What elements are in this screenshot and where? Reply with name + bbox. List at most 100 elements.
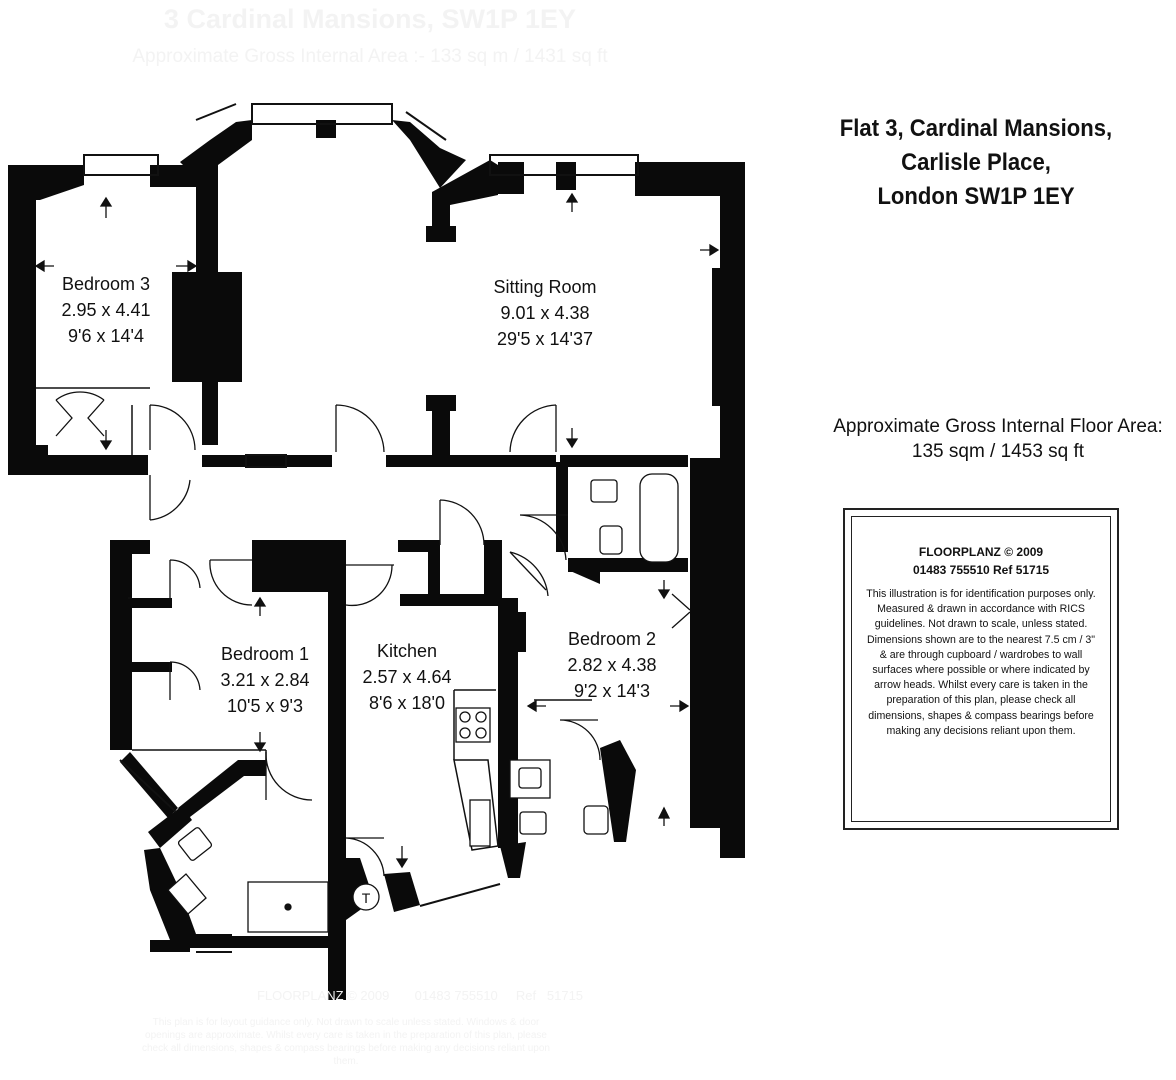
wardrobe-door [671,593,691,629]
room-imperial: 29'5 x 14'37 [497,329,593,349]
room-imperial: 9'2 x 14'3 [574,681,650,701]
arrow-head [395,858,409,869]
hob-ring [475,727,487,739]
room-label-bedroom-3: Bedroom 3 2.95 x 4.41 9'6 x 14'4 [36,271,176,349]
wall [720,162,745,462]
wall [186,934,232,948]
window [419,883,501,907]
address-line-3: London SW1P 1EY [877,183,1075,210]
column-cap [426,395,456,411]
doors [55,391,691,877]
room-imperial: 8'6 x 18'0 [369,693,445,713]
ghost-area: Approximate Gross Internal Area :- 133 s… [132,46,608,67]
address-line-2: Carlisle Place, [901,149,1051,176]
arrow-head [187,259,198,273]
wall [144,848,196,946]
basin [519,811,547,835]
bay-corner [180,120,252,190]
wc [583,805,609,835]
wall [232,936,344,948]
wall [500,842,526,878]
basin [590,479,618,503]
disclaimer-contact: 01483 755510 Ref 51715 [912,563,1050,577]
bath [639,473,679,563]
room-metric: 2.57 x 4.64 [362,667,452,687]
arrow-head [709,243,720,257]
drain [284,903,292,911]
walls [8,120,745,1000]
wall [132,598,172,608]
column-cap [426,226,456,242]
window [119,759,177,813]
room-label-kitchen: Kitchen 2.57 x 4.64 8'6 x 18'0 [337,638,477,716]
room-metric: 2.82 x 4.38 [567,655,657,675]
wall [148,806,192,848]
wall [556,462,568,552]
window [83,154,159,176]
wall [400,594,500,606]
room-metric: 9.01 x 4.38 [500,303,590,323]
door [519,514,568,561]
room-label-bedroom-1: Bedroom 1 3.21 x 2.84 10'5 x 9'3 [195,641,335,719]
room-name: Kitchen [376,641,438,661]
chimney-breast [172,272,242,382]
hob-ring [459,727,471,739]
arrow-head [565,192,579,203]
wall [202,455,332,467]
wall [712,268,722,406]
wall [110,620,128,750]
door [509,404,557,453]
wall [560,455,688,467]
room-imperial: 9'6 x 14'4 [68,326,144,346]
disclaimer-company: FLOORPLANZ © 2009 [918,545,1044,559]
partitions [36,387,592,851]
room-name: Bedroom 3 [61,274,151,294]
room-name: Bedroom 1 [220,644,310,664]
wall [386,455,556,467]
arrow-head [34,259,45,273]
door [335,404,385,453]
door [149,475,191,521]
door [439,499,485,546]
wall-corner [432,160,498,205]
room-name: Bedroom 2 [567,629,657,649]
door [509,551,549,597]
arrow-head [526,699,537,713]
basin [177,827,213,861]
wardrobe-door [55,391,105,437]
arrow-head [99,196,113,207]
arrow-head [253,596,267,607]
wall [484,540,502,606]
wall [600,740,636,842]
wall [498,162,524,194]
disclaimer-inner: FLOORPLANZ © 2009 01483 755510 Ref 51715… [851,516,1111,822]
windows [83,103,639,953]
wall [510,612,526,652]
wall [150,940,190,952]
bay-line [405,111,447,141]
wardrobe-door [169,661,201,700]
arrow-head [253,742,267,753]
fittings [167,473,679,933]
wall [690,458,745,578]
arrow-head [99,440,113,451]
basin [518,767,542,789]
opening [660,836,720,858]
window [489,154,639,176]
window [251,103,393,125]
wall [132,662,172,672]
wall [384,872,420,912]
door [265,751,313,801]
wall [720,578,745,858]
wall [24,455,148,475]
floor-area-value: 135 sqm / 1453 sq ft [911,441,1085,462]
door [345,564,394,607]
wall [316,120,336,138]
hob-ring [459,711,471,723]
floor-area-label: Approximate Gross Internal Floor Area: [833,416,1163,437]
arrow-head [565,438,579,449]
wall [120,752,178,818]
address-line-1: Flat 3, Cardinal Mansions, [839,115,1113,142]
arrow-head [679,699,690,713]
